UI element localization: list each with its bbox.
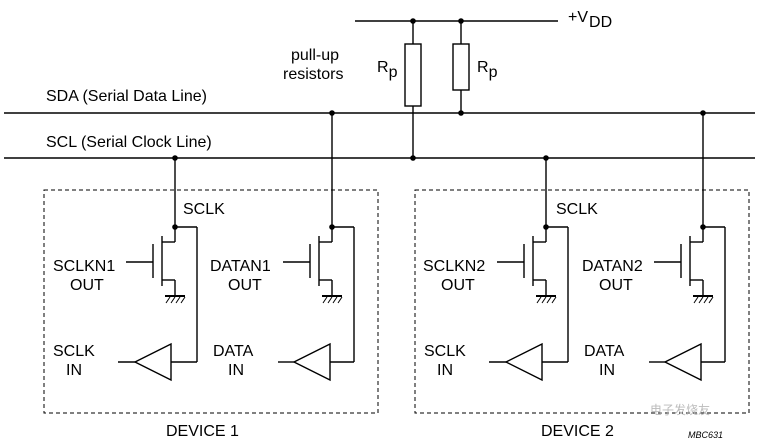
data-input-buffer-2 bbox=[663, 342, 702, 382]
figure-code: MBC631 bbox=[688, 430, 723, 440]
device-1-data-in-label-2: IN bbox=[228, 362, 244, 379]
device-1-sclkn-out-label: OUT bbox=[70, 277, 104, 294]
data-transistor-2 bbox=[654, 227, 714, 304]
device-1-boundary bbox=[43, 189, 379, 414]
sclk-transistor-2 bbox=[497, 227, 557, 304]
device-2-data-in-label-2: IN bbox=[599, 362, 615, 379]
scl-label: SCL (Serial Clock Line) bbox=[46, 134, 212, 151]
device-1-sclk-in-label: SCLK bbox=[53, 343, 95, 360]
device-1-datan-label: DATAN1 bbox=[210, 258, 271, 275]
device-2-sclkn-label: SCLKN2 bbox=[423, 258, 485, 275]
device-1-title: DEVICE 1 bbox=[166, 423, 239, 440]
device-2-data-in-label: DATA bbox=[584, 343, 625, 360]
device-2-title: DEVICE 2 bbox=[541, 423, 614, 440]
device-2-datan-label: DATAN2 bbox=[582, 258, 643, 275]
sclk-transistor-1 bbox=[126, 227, 186, 304]
device-2: SCLK SCLKN2 OUT DATAN2 OUT SCLK IN DATA … bbox=[414, 110, 750, 440]
sda-label: SDA (Serial Data Line) bbox=[46, 88, 207, 105]
pull-up-resistor-scl bbox=[404, 21, 422, 161]
watermark: 电子发烧友 bbox=[650, 402, 710, 417]
device-1-sclkn-label: SCLKN1 bbox=[53, 258, 115, 275]
rp-label-2: Rp bbox=[477, 59, 498, 81]
sclk-input-buffer-2 bbox=[504, 342, 543, 382]
data-input-buffer-1 bbox=[292, 342, 331, 382]
device-2-sclkn-out-label: OUT bbox=[441, 277, 475, 294]
device-2-sclk-in-label-2: IN bbox=[437, 362, 453, 379]
data-transistor-1 bbox=[283, 227, 343, 304]
device-1-sclk-in-label-2: IN bbox=[66, 362, 82, 379]
pull-up-resistor-sda bbox=[452, 21, 470, 116]
device-2-sclk-label: SCLK bbox=[556, 201, 598, 218]
vdd-label: +VDD bbox=[568, 9, 612, 31]
vdd-rail bbox=[355, 18, 558, 24]
device-1-sclk-label: SCLK bbox=[183, 201, 225, 218]
rp-label-1: Rp bbox=[377, 59, 398, 81]
device-1-datan-out-label: OUT bbox=[228, 277, 262, 294]
device-2-boundary bbox=[414, 189, 750, 414]
pull-up-note-line2: resistors bbox=[283, 66, 343, 83]
device-1-data-in-label: DATA bbox=[213, 343, 254, 360]
device-2-sclk-in-label: SCLK bbox=[424, 343, 466, 360]
device-1: SCLK SCLKN1 OUT DATAN1 OUT SCLK IN DATA … bbox=[43, 110, 379, 440]
device-2-datan-out-label: OUT bbox=[599, 277, 633, 294]
pull-up-note-line1: pull-up bbox=[291, 47, 339, 64]
sclk-input-buffer-1 bbox=[133, 342, 172, 382]
